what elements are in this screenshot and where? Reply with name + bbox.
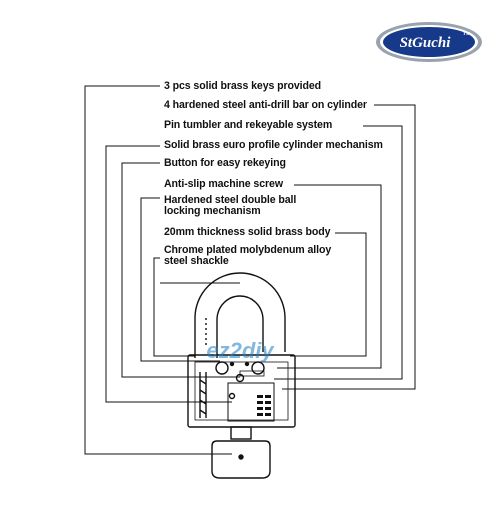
logo-brand: StGuchi	[400, 35, 452, 51]
pivot-dot-left	[229, 361, 235, 367]
label-body: 20mm thickness solid brass body	[164, 226, 333, 238]
label-antidrill: 4 hardened steel anti-drill bar on cylin…	[164, 99, 369, 111]
body-inner	[194, 361, 289, 421]
label-doubleball-line2: locking mechanism	[164, 205, 261, 217]
leader-pintumbler	[274, 125, 403, 380]
label-doubleball: Hardened steel double ball locking mecha…	[164, 194, 299, 217]
stguchi-logo: StGuchi TM	[376, 22, 482, 62]
key-blade	[230, 426, 252, 440]
label-shackle-line2: steel shackle	[164, 255, 229, 267]
key	[211, 426, 271, 479]
shackle-inner	[216, 295, 264, 358]
logo-inner-oval	[383, 27, 475, 57]
leader-body	[290, 232, 367, 357]
leader-keys	[84, 85, 232, 455]
leader-antislip	[277, 184, 382, 369]
watermark: ez2diy	[206, 338, 275, 363]
label-pintumbler: Pin tumbler and rekeyable system	[164, 119, 335, 131]
leader-button	[121, 162, 240, 378]
pin-tumblers	[257, 395, 271, 416]
shackle	[194, 272, 286, 358]
leader-euro	[105, 145, 232, 403]
lock-body	[187, 354, 296, 428]
leader-doubleball	[140, 197, 220, 362]
label-doubleball-line1: Hardened steel double ball	[164, 194, 297, 206]
label-button: Button for easy rekeying	[164, 157, 288, 169]
screw	[199, 372, 207, 418]
label-shackle-line1: Chrome plated molybdenum alloy	[164, 244, 332, 256]
label-antislip: Anti-slip machine screw	[164, 178, 285, 190]
cylinder-hole	[228, 392, 236, 400]
leader-shackle	[153, 257, 195, 357]
key-bow	[211, 440, 271, 479]
ball-right	[251, 361, 265, 375]
shackle-outer	[194, 272, 286, 358]
body-outline	[187, 354, 296, 428]
leader-lines	[84, 85, 416, 455]
logo-trademark: TM	[463, 31, 471, 36]
leader-antidrill	[282, 104, 416, 390]
cylinder-top-slot	[239, 370, 265, 377]
key-hole	[238, 454, 244, 460]
label-euro: Solid brass euro profile cylinder mechan…	[164, 139, 385, 151]
ball-left	[215, 361, 229, 375]
label-shackle: Chrome plated molybdenum alloy steel sha…	[164, 244, 334, 267]
label-keys: 3 pcs solid brass keys provided	[164, 80, 324, 92]
pivot-dot-right	[244, 361, 250, 367]
